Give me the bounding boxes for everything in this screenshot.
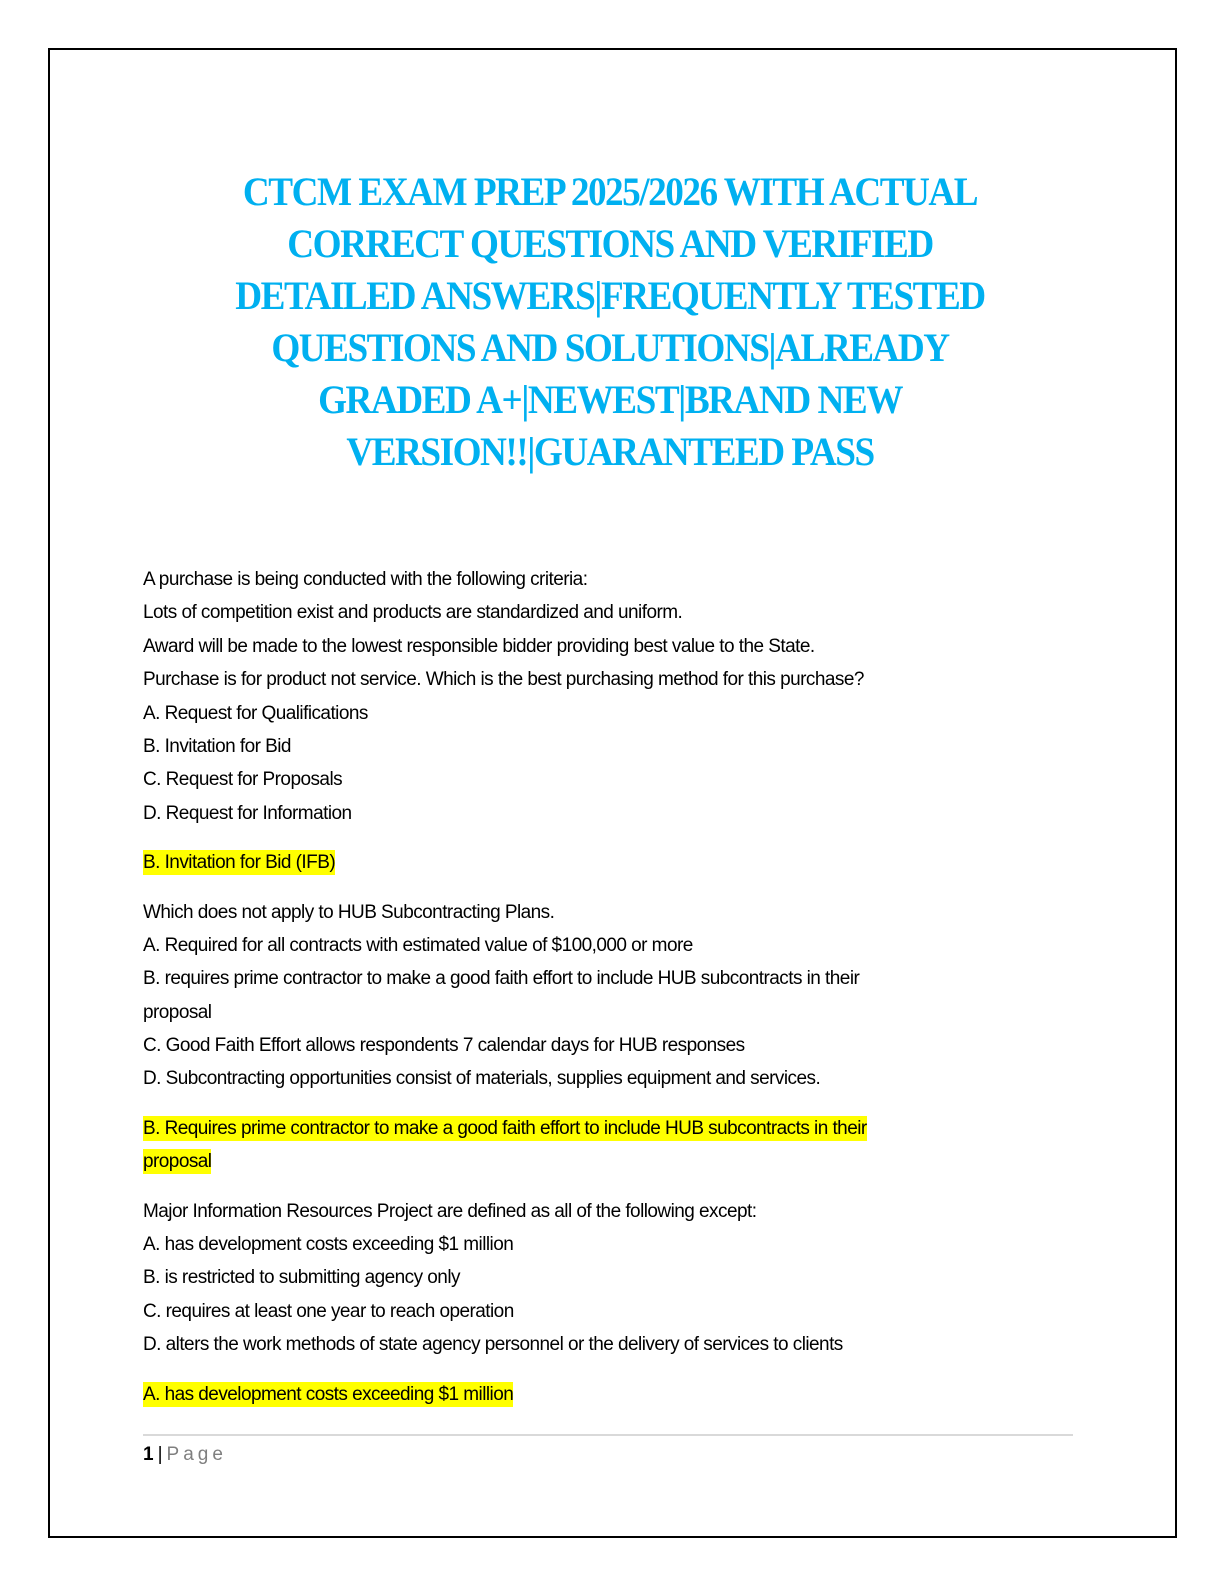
answer-option: D. alters the work methods of state agen… bbox=[143, 1334, 843, 1356]
question-stem: Award will be made to the lowest respons… bbox=[143, 635, 815, 657]
answer-highlight: A. has development costs exceeding $1 mi… bbox=[143, 1381, 514, 1407]
question-stem: Lots of competition exist and products a… bbox=[143, 602, 683, 624]
question-stem: A purchase is being conducted with the f… bbox=[143, 569, 588, 590]
correct-answer: B. Requires prime contractor to make a g… bbox=[143, 1112, 1043, 1145]
answer-option: B. is restricted to submitting agency on… bbox=[143, 1267, 461, 1289]
answer-option: C. Request for Proposals bbox=[143, 769, 343, 791]
correct-answer: B. Invitation for Bid (IFB) bbox=[143, 846, 1043, 879]
answer-option: A. Request for Qualifications bbox=[143, 702, 368, 724]
document-title: CTCM EXAM PREP 2025/2026 WITH ACTUAL COR… bbox=[173, 166, 1047, 478]
footer-separator: | bbox=[157, 1444, 163, 1465]
title-line: QUESTIONS AND SOLUTIONS|ALREADY bbox=[271, 325, 950, 370]
answer-option: D. Subcontracting opportunities consist … bbox=[143, 1068, 821, 1090]
page-number: 1 bbox=[143, 1444, 154, 1465]
answer-highlight: B. Invitation for Bid (IFB) bbox=[143, 850, 336, 876]
answer-option: B. requires prime contractor to make a g… bbox=[143, 968, 860, 990]
answer-option: C. requires at least one year to reach o… bbox=[143, 1300, 514, 1322]
answer-option: A. Required for all contracts with estim… bbox=[143, 934, 693, 956]
answer-option: D. Request for Information bbox=[143, 802, 352, 824]
question-stem: Which does not apply to HUB Subcontracti… bbox=[143, 901, 555, 923]
page-label: Page bbox=[166, 1444, 227, 1465]
question-stem: Purchase is for product not service. Whi… bbox=[143, 669, 864, 691]
page-footer: 1|Page bbox=[143, 1441, 227, 1469]
question-block: Major Information Resources Project are … bbox=[143, 1195, 1043, 1411]
question-stem: Major Information Resources Project are … bbox=[143, 1200, 757, 1222]
title-line: CORRECT QUESTIONS AND VERIFIED bbox=[287, 221, 934, 266]
document-body: A purchase is being conducted with the f… bbox=[143, 563, 1043, 1411]
question-block: Which does not apply to HUB Subcontracti… bbox=[143, 896, 1043, 1195]
answer-option: A. has development costs exceeding $1 mi… bbox=[143, 1234, 514, 1256]
correct-answer: A. has development costs exceeding $1 mi… bbox=[143, 1378, 1043, 1411]
answer-highlight: proposal bbox=[143, 1149, 212, 1175]
correct-answer-continued: proposal bbox=[143, 1145, 1043, 1178]
answer-option: B. Invitation for Bid bbox=[143, 735, 291, 757]
footer-divider bbox=[143, 1434, 1073, 1436]
title-line: DETAILED ANSWERS|FREQUENTLY TESTED bbox=[235, 273, 986, 318]
question-block: A purchase is being conducted with the f… bbox=[143, 563, 1043, 896]
page-border bbox=[48, 48, 1177, 1538]
answer-option-continued: proposal bbox=[143, 1001, 212, 1023]
answer-option: C. Good Faith Effort allows respondents … bbox=[143, 1035, 745, 1057]
title-line: VERSION!!|GUARANTEED PASS bbox=[346, 429, 875, 474]
title-line: GRADED A+|NEWEST|BRAND NEW bbox=[318, 377, 903, 422]
title-line: CTCM EXAM PREP 2025/2026 WITH ACTUAL bbox=[242, 169, 979, 214]
answer-highlight: B. Requires prime contractor to make a g… bbox=[143, 1115, 867, 1141]
